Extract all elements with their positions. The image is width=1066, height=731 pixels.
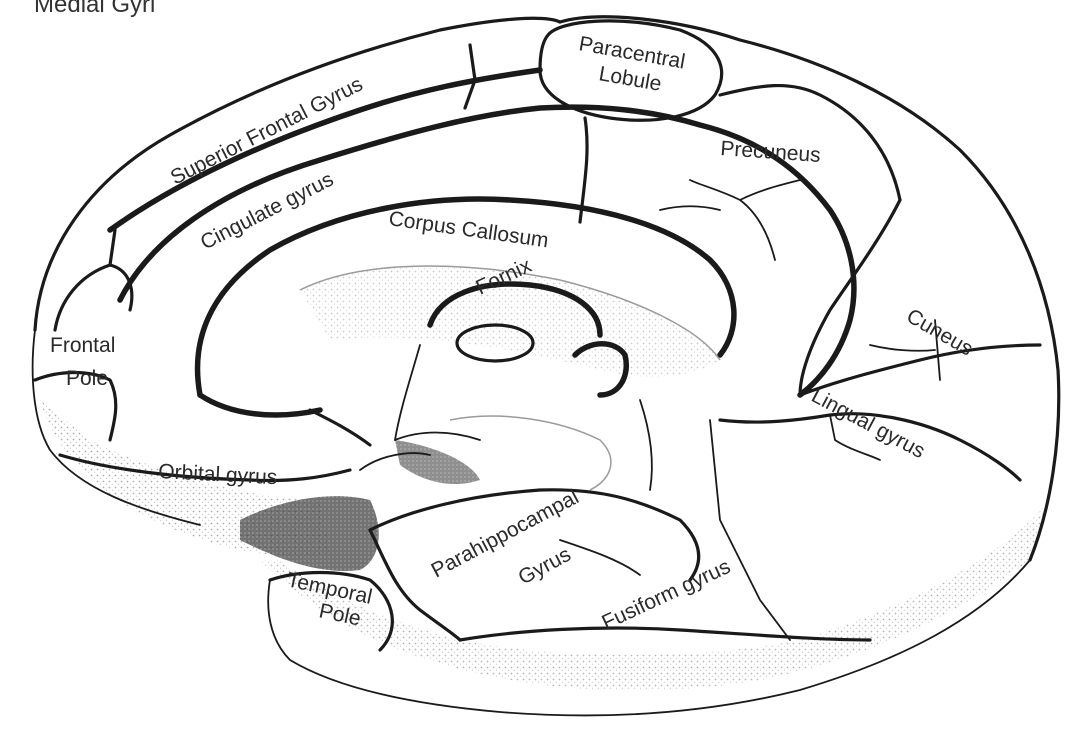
label-frontal-pole-line1: Frontal bbox=[50, 334, 115, 357]
label-fusiform-gyrus: Fusiform gyrus bbox=[598, 555, 734, 635]
label-parahippocampal-gyrus-line2: Gyrus bbox=[515, 543, 575, 590]
label-frontal-pole-line2: Pole bbox=[66, 367, 108, 390]
label-corpus-callosum: Corpus Callosum bbox=[387, 207, 550, 252]
label-lingual-gyrus: Lingual gyrus bbox=[808, 384, 929, 463]
label-cuneus: Cuneus bbox=[903, 304, 977, 360]
diagram-title: Medial Gyri bbox=[34, 0, 155, 18]
label-precuneus: Precuneus bbox=[720, 137, 822, 167]
label-superior-frontal-gyrus: Superior Frontal Gyrus bbox=[167, 73, 367, 190]
